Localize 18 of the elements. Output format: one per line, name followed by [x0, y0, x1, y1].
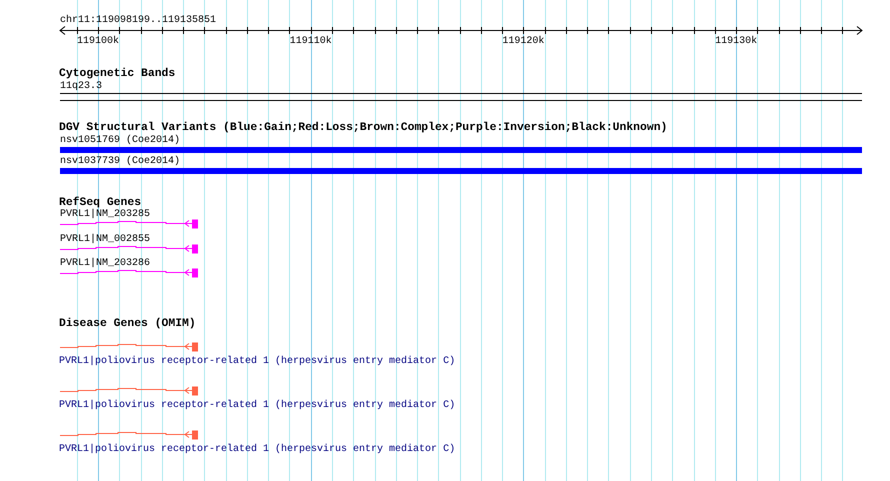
- feature-label: PVRL1|poliovirus receptor-related 1 (herpesvirus entry mediator C): [59, 444, 456, 455]
- tick-label: 119120k: [502, 36, 544, 47]
- feature-label: PVRL1|poliovirus receptor-related 1 (herpesvirus entry mediator C): [59, 400, 456, 411]
- band-label: 11q23.3: [60, 81, 102, 92]
- feature-label: nsv1037739 (Coe2014): [60, 156, 180, 167]
- tick-label: 119100k: [77, 36, 120, 47]
- locus-label: chr11:119098199..119135851: [60, 15, 216, 26]
- feature-label: PVRL1|NM_203286: [60, 258, 150, 269]
- tick-label: 119110k: [290, 36, 332, 47]
- track-title: DGV Structural Variants (Blue:Gain;Red:Loss;Brown:Complex;Purple:Inversion;Black:Unknown): [59, 122, 668, 134]
- track-title: Disease Genes (OMIM): [59, 318, 196, 330]
- feature-label: PVRL1|NM_002855: [60, 234, 150, 245]
- feature-label: PVRL1|NM_203285: [60, 209, 150, 220]
- feature-label: PVRL1|poliovirus receptor-related 1 (herpesvirus entry mediator C): [59, 356, 456, 367]
- track-title: Cytogenetic Bands: [59, 68, 176, 80]
- tick-label: 119130k: [715, 36, 758, 47]
- feature-label: nsv1051769 (Coe2014): [60, 135, 180, 146]
- track-title: RefSeq Genes: [59, 197, 142, 209]
